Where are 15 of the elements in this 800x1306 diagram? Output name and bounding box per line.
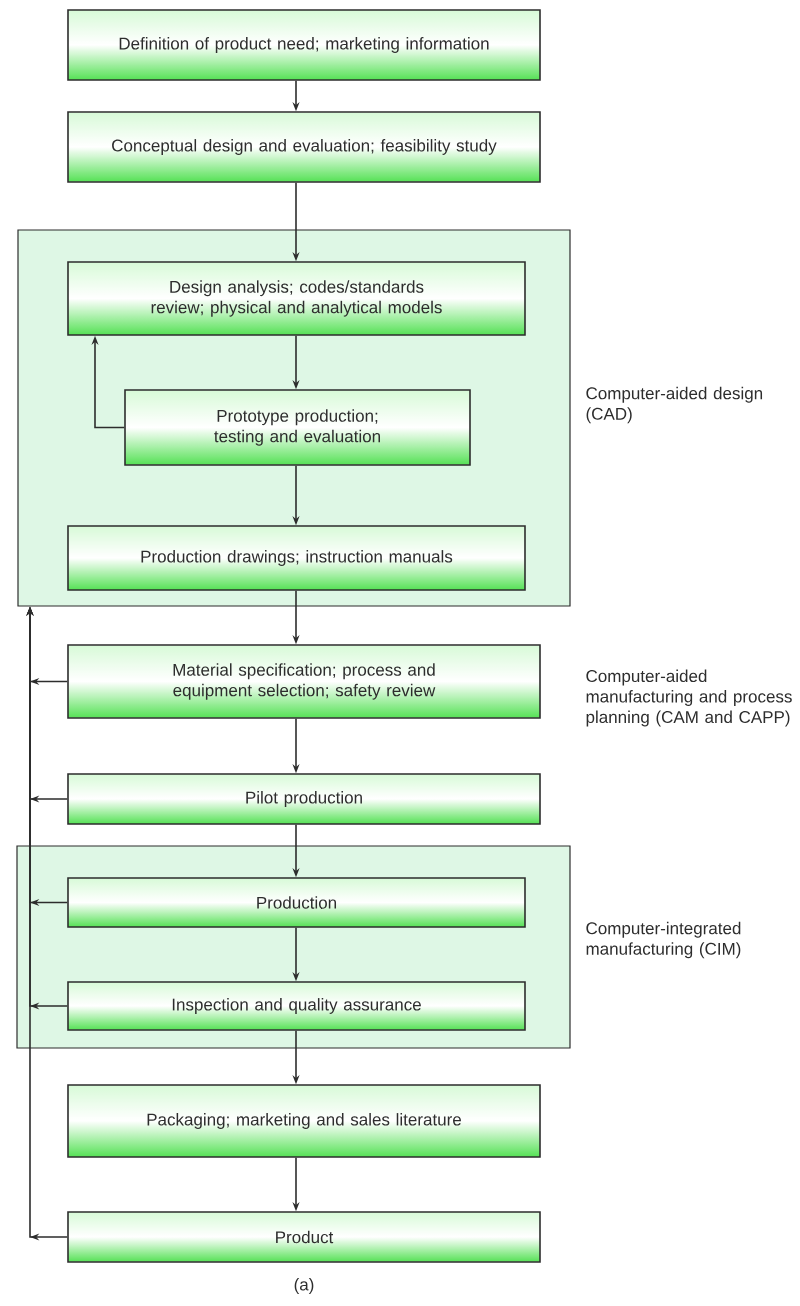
process-box: Production [67, 877, 526, 928]
process-box: Pilot production [67, 773, 541, 825]
process-box: Production drawings; instruction manuals [67, 525, 526, 591]
process-box: Packaging; marketing and sales literature [67, 1084, 541, 1158]
process-box: Prototype production; testing and evaluation [124, 389, 471, 466]
group-label: Computer-aided design (CAD) [586, 386, 763, 424]
group-label: Computer-integrated manufacturing (CIM) [586, 921, 741, 959]
process-box: Design analysis; codes/standards review; physical and analytical models [67, 261, 526, 336]
caption: (a) [294, 1278, 314, 1294]
process-box: Material specification; process and equipment selection; safety review [67, 644, 541, 719]
process-box: Conceptual design and evaluation; feasibility study [67, 111, 541, 183]
process-box: Definition of product need; marketing information [67, 9, 541, 81]
side-label: Computer-aided manufacturing and process planning (CAM and CAPP) [586, 669, 792, 727]
process-box: Inspection and quality assurance [67, 981, 526, 1031]
process-box: Product [67, 1211, 541, 1263]
